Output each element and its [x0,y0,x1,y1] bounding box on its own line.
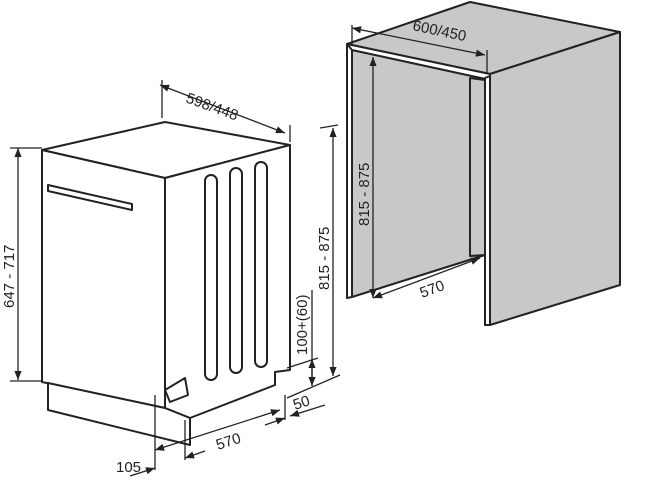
cabinet-back-wall [469,77,486,257]
cabinet-front-right-edge [484,75,491,326]
cabinet-height-label: 815 - 875 [356,163,373,226]
kick-plate [164,377,189,403]
dishwasher-side [164,144,291,419]
cabinet-front-left-edge [346,43,353,299]
cabinet-drawing [346,1,621,326]
cabinet-depth-label: 570 [418,277,447,302]
door-height-label: 647 - 717 [1,245,18,308]
dishwasher-height-label: 815 - 875 [316,227,333,290]
dishwasher-width-label: 598/448 [184,90,241,125]
door-handle [47,184,133,211]
front-offset-label: 105 [116,459,141,476]
dishwasher-drawing [41,121,291,446]
plinth-height-label: 100+(60) [294,295,311,355]
cabinet-side [489,31,621,326]
side-ribs [204,161,268,381]
rear-gap-label: 50 [291,392,312,413]
depth-label: 570 [214,430,243,454]
